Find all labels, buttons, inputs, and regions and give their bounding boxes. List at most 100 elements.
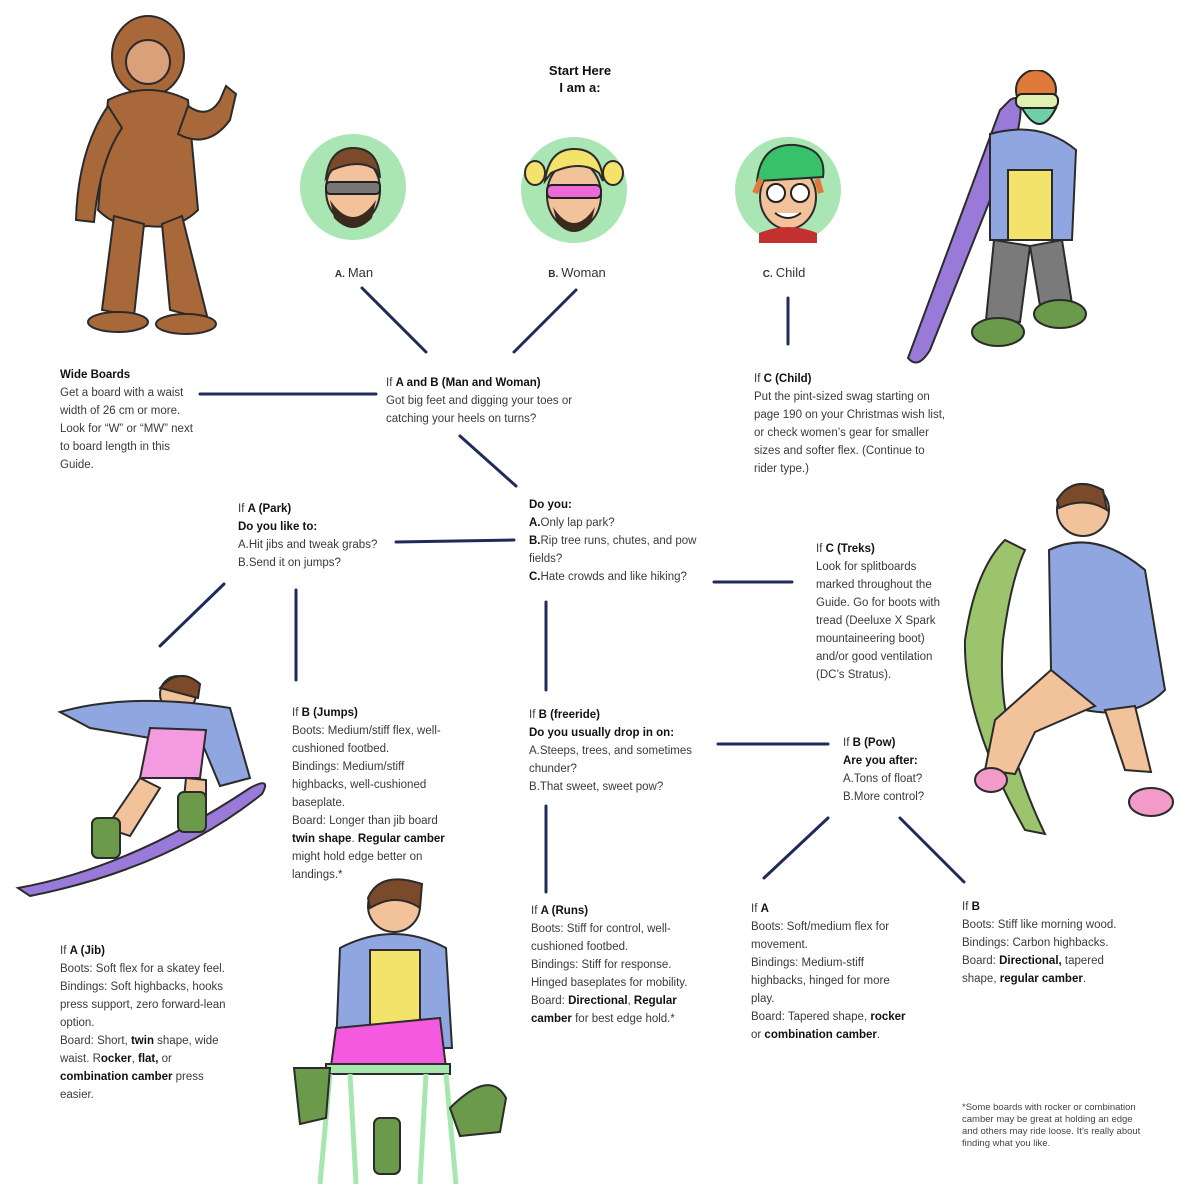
start-line-1: Start Here — [548, 63, 612, 78]
jib-board-combination: combination camber — [60, 1071, 173, 1083]
pow-option-a: A.Tons of float? — [843, 773, 923, 785]
ab-question-block: If A and B (Man and Woman) Got big feet … — [386, 374, 606, 428]
freeride-question: Do you usually drop in on: — [529, 727, 675, 739]
runs-heading: If A (Runs) — [531, 902, 713, 920]
wide-boards-block: Wide Boards Get a board with a waist wid… — [60, 366, 200, 474]
pow-b-board-post: . — [1082, 973, 1087, 985]
park-title: A (Park) — [247, 503, 292, 515]
child-heading: If C (Child) — [754, 370, 950, 388]
doyou-a-letter: A. — [529, 517, 541, 529]
runs-board-post: for best edge hold.* — [571, 1013, 675, 1025]
runs-if: If — [531, 905, 541, 917]
jib-block: If A (Jib) Boots: Soft flex for a skatey… — [60, 942, 240, 1104]
runs-board-mid: , — [627, 995, 634, 1007]
jumps-title: B (Jumps) — [301, 707, 358, 719]
ab-if: If — [386, 377, 396, 389]
runs-board-camber: Regular camber — [531, 995, 677, 1025]
doyou-option-a: A.Only lap park? — [529, 514, 713, 532]
park-block: If A (Park) Do you like to: A.Hit jibs a… — [238, 500, 398, 572]
jib-boots: Boots: Soft flex for a skatey feel. — [60, 963, 225, 975]
option-label: Woman — [561, 265, 606, 280]
doyou-a-text: Only lap park? — [540, 517, 615, 529]
jumps-board-post: might hold edge better on landings.* — [292, 851, 423, 881]
freeride-heading: If B (freeride) — [529, 706, 713, 724]
jumps-heading: If B (Jumps) — [292, 704, 462, 722]
doyou-b-text: Rip tree runs, chutes, and pow fields? — [529, 535, 697, 565]
freeride-option-b: B.That sweet, sweet pow? — [529, 781, 664, 793]
treks-block: If C (Treks) Look for splitboards marked… — [816, 540, 956, 684]
connector-ab-doyou — [458, 434, 518, 488]
pow-a-board-mid: or — [751, 1029, 765, 1041]
jumps-board-camber: Regular camber — [357, 833, 445, 845]
jib-board-flat: flat, — [137, 1053, 159, 1065]
option-woman[interactable]: B.Woman — [517, 265, 637, 280]
treks-if: If — [816, 543, 826, 555]
pow-a-board: Board: Tapered shape, rocker or combinat… — [751, 1008, 909, 1044]
pow-a-board-post: . — [876, 1029, 881, 1041]
pow-question: Are you after: — [843, 755, 918, 767]
pow-b-heading: If B — [962, 898, 1122, 916]
runs-board-directional: Directional — [568, 995, 628, 1007]
park-heading: If A (Park) — [238, 500, 398, 518]
pow-b-title: B — [971, 901, 980, 913]
jumps-if: If — [292, 707, 302, 719]
option-label: Child — [775, 265, 806, 280]
jib-board-mid2: , — [131, 1053, 138, 1065]
footnote: *Some boards with rocker or combination … — [962, 1102, 1141, 1149]
jumps-board: Board: Longer than jib board twin shape.… — [292, 812, 462, 884]
doyou-block: Do you: A.Only lap park? B.Rip tree runs… — [529, 496, 713, 586]
doyou-option-b: B.Rip tree runs, chutes, and pow fields? — [529, 532, 713, 568]
jib-board-pre: Board: Short, — [60, 1035, 131, 1047]
pow-b-board-mid: tapered shape, — [962, 955, 1104, 985]
pow-b-boots: Boots: Stiff like morning wood. — [962, 919, 1117, 931]
freeride-block: If B (freeride) Do you usually drop in o… — [529, 706, 713, 796]
start-line-2: I am a: — [559, 80, 601, 95]
connector-pow-a — [762, 816, 830, 880]
connector-park — [394, 538, 516, 544]
child-text: Put the pint-sized swag starting on page… — [754, 391, 946, 475]
ab-text: Got big feet and digging your toes or ca… — [386, 395, 573, 425]
pow-b-if: If — [962, 901, 972, 913]
child-title: C (Child) — [763, 373, 812, 385]
jumps-board-mid: . — [351, 833, 358, 845]
treks-heading: If C (Treks) — [816, 540, 956, 558]
option-label: Man — [347, 265, 374, 280]
child-block: If C (Child) Put the pint-sized swag sta… — [754, 370, 950, 478]
jib-board-twin: twin — [130, 1035, 154, 1047]
pow-a-boots: Boots: Soft/medium flex for movement. — [751, 921, 890, 951]
pow-block: If B (Pow) Are you after: A.Tons of floa… — [843, 734, 963, 806]
jib-heading: If A (Jib) — [60, 942, 240, 960]
jumps-board-pre: Board: Longer than jib board — [292, 815, 438, 827]
pow-b-board-pre: Board: — [962, 955, 1000, 967]
doyou-title: Do you: — [529, 499, 572, 511]
pow-a-bindings: Bindings: Medium-stiff highbacks, hinged… — [751, 957, 890, 1005]
doyou-c-letter: C. — [529, 571, 541, 583]
start-heading: Start Here I am a: — [520, 62, 640, 96]
jumps-block: If B (Jumps) Boots: Medium/stiff flex, w… — [292, 704, 462, 884]
pow-b-block: If B Boots: Stiff like morning wood. Bin… — [962, 898, 1122, 988]
pow-title: B (Pow) — [852, 737, 896, 749]
goggles-rider-illustration — [906, 70, 1087, 364]
freeride-if: If — [529, 709, 539, 721]
seated-rider-illustration — [292, 878, 508, 1184]
option-child[interactable]: C.Child — [724, 265, 844, 280]
doyou-option-c: C.Hate crowds and like hiking? — [529, 568, 713, 586]
child-avatar — [735, 137, 841, 243]
runs-hinged: Hinged baseplates for mobility. — [531, 977, 688, 989]
runs-block: If A (Runs) Boots: Stiff for control, we… — [531, 902, 713, 1028]
jib-board: Board: Short, twin shape, wide waist. Ro… — [60, 1032, 240, 1104]
jib-board-rocker: ocker — [100, 1053, 132, 1065]
child-if: If — [754, 373, 764, 385]
pow-b-board-camber: regular camber — [999, 973, 1083, 985]
doyou-c-text: Hate crowds and like hiking? — [540, 571, 687, 583]
pow-a-if: If — [751, 903, 761, 915]
park-option-a: A.Hit jibs and tweak grabs? — [238, 539, 378, 551]
splitboard-hiker-illustration — [963, 482, 1174, 836]
connector-woman — [512, 288, 578, 354]
jib-board-mid3: or — [158, 1053, 172, 1065]
pow-a-block: If A Boots: Soft/medium flex for movemen… — [751, 900, 909, 1044]
option-man[interactable]: A.Man — [294, 265, 414, 280]
pow-b-board-directional: Directional, — [999, 955, 1062, 967]
man-avatar — [300, 134, 406, 240]
treks-text: Look for splitboards marked throughout t… — [816, 561, 941, 681]
